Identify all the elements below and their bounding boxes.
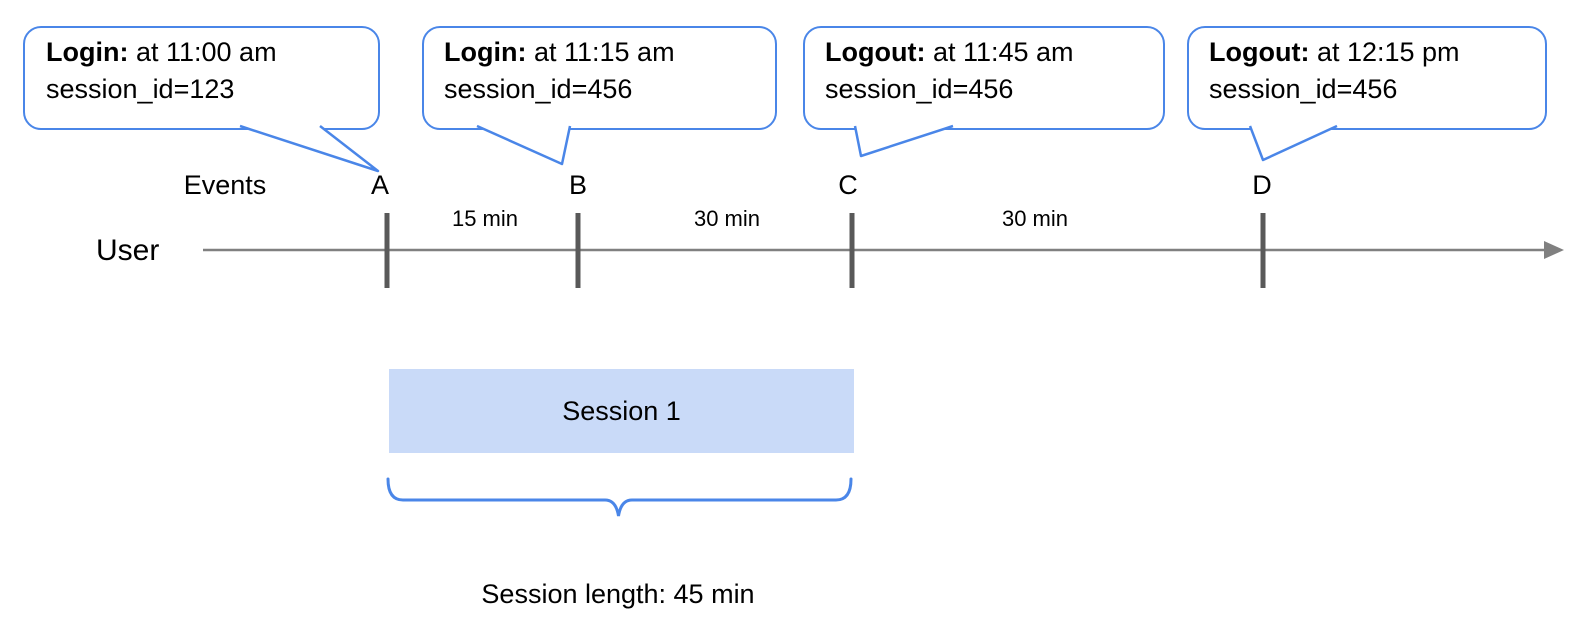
session-1-label: Session 1 bbox=[562, 395, 681, 426]
callout-bubble-d bbox=[1187, 26, 1547, 130]
callout-bubble-c bbox=[803, 26, 1165, 130]
callout-line2: session_id=456 bbox=[825, 74, 1014, 104]
callout-text-c: Logout: at 11:45 am session_id=456 bbox=[825, 34, 1074, 108]
event-marker-b: B bbox=[568, 170, 588, 200]
callout-line2: session_id=456 bbox=[1209, 74, 1398, 104]
callout-text-a: Login: at 11:00 am session_id=123 bbox=[46, 34, 277, 108]
event-type-label: Login: bbox=[46, 37, 129, 67]
session-brace bbox=[386, 477, 853, 517]
callout-bubble-a bbox=[23, 26, 380, 130]
session-1-box: Session 1 bbox=[389, 369, 854, 453]
callout-line1: Login: at 11:00 am bbox=[46, 34, 277, 71]
callout-line2: session_id=123 bbox=[46, 74, 235, 104]
callout-line1: Login: at 11:15 am bbox=[444, 34, 675, 71]
callout-tail-a bbox=[239, 124, 380, 173]
event-type-label: Logout: bbox=[825, 37, 926, 67]
callout-bubble-b bbox=[422, 26, 777, 130]
callout-line1: Logout: at 11:45 am bbox=[825, 34, 1074, 71]
event-type-label: Login: bbox=[444, 37, 527, 67]
event-marker-d: D bbox=[1252, 170, 1272, 200]
callout-tail-d bbox=[1248, 124, 1338, 162]
event-type-label: Logout: bbox=[1209, 37, 1310, 67]
user-axis-label: User bbox=[96, 234, 160, 267]
callout-line2: session_id=456 bbox=[444, 74, 633, 104]
event-marker-a: A bbox=[370, 170, 390, 200]
event-time: at 11:15 am bbox=[526, 37, 675, 67]
callout-text-b: Login: at 11:15 am session_id=456 bbox=[444, 34, 675, 108]
session-length-label: Session length: 45 min bbox=[481, 579, 755, 609]
interval-label-bc: 30 min bbox=[693, 206, 761, 231]
callout-line1: Logout: at 12:15 pm bbox=[1209, 34, 1460, 71]
event-marker-c: C bbox=[838, 170, 858, 200]
interval-label-cd: 30 min bbox=[1001, 206, 1069, 231]
event-time: at 12:15 pm bbox=[1309, 37, 1460, 67]
events-label: Events bbox=[183, 170, 267, 200]
interval-label-ab: 15 min bbox=[451, 206, 519, 231]
event-time: at 11:00 am bbox=[128, 37, 277, 67]
callout-tail-c bbox=[853, 124, 954, 158]
callout-text-d: Logout: at 12:15 pm session_id=456 bbox=[1209, 34, 1460, 108]
event-time: at 11:45 am bbox=[925, 37, 1074, 67]
callout-tail-b bbox=[476, 124, 572, 166]
timeline-arrowhead-icon bbox=[1544, 241, 1564, 259]
